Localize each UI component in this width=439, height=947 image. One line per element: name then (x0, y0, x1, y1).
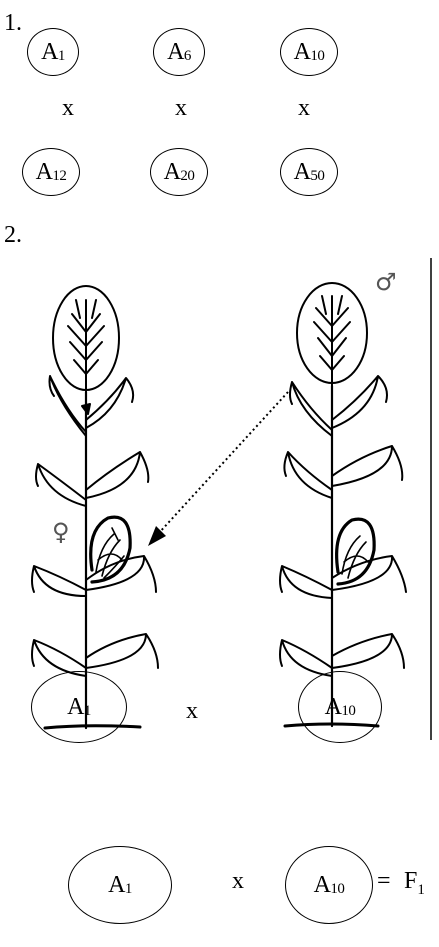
parent-circle-a1: A1 (68, 846, 172, 924)
genotype-label: A1 (67, 694, 91, 721)
genotype-label: A10 (325, 694, 356, 721)
cross-sign: x (232, 868, 244, 895)
f1-label: F1F1 (404, 868, 425, 899)
cross-sign: x (186, 698, 198, 725)
equals-sign: = (377, 868, 391, 895)
genotype-label: A10 (314, 872, 345, 899)
parent-circle-a10: A10 (285, 846, 373, 924)
parent-circle-a1-female: A1 (31, 671, 127, 743)
parent-circle-a10-male: A10 (298, 671, 382, 743)
genotype-label: A1 (108, 872, 132, 899)
